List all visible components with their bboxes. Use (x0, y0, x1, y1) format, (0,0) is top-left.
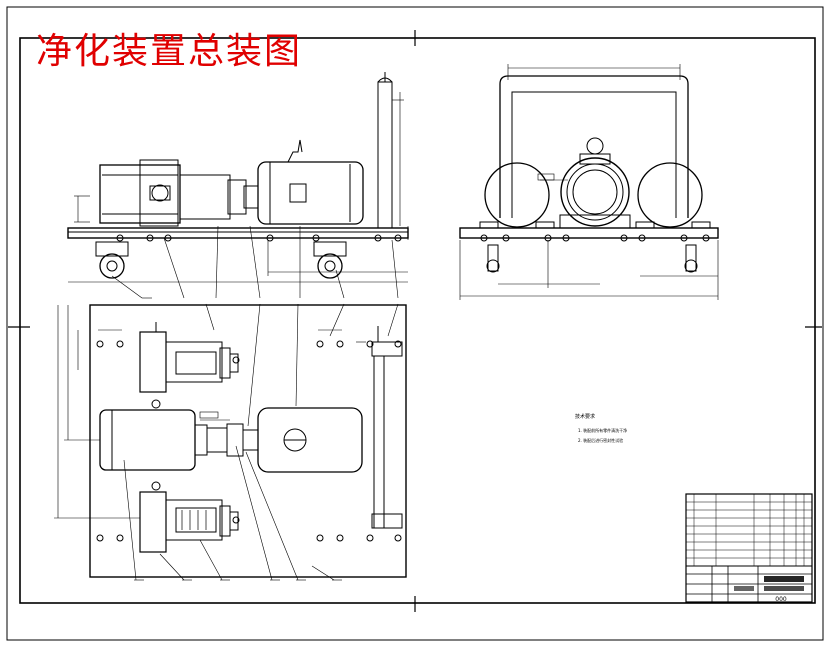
title-block: 000 (685, 493, 813, 603)
inner-frame (19, 37, 816, 604)
tech-req-heading: 技术要求 (575, 413, 595, 420)
parts-list-grid (686, 494, 812, 567)
technical-requirements: 技术要求 1. 装配前所有零件清洗干净 2. 装配后进行密封性试验 (575, 413, 627, 443)
centering-marks (8, 30, 822, 612)
tech-req-line-2: 2. 装配后进行密封性试验 (578, 437, 623, 443)
title-block-fill-marks (734, 576, 804, 591)
drawing-title-banner: 净化装置总装图 (36, 31, 303, 72)
side-view (459, 64, 719, 300)
plan-view (54, 303, 407, 581)
front-view (67, 72, 409, 299)
drawing-number: 000 (775, 596, 787, 603)
tech-req-line-1: 1. 装配前所有零件清洗干净 (578, 427, 627, 433)
outer-sheet-border (6, 6, 824, 641)
